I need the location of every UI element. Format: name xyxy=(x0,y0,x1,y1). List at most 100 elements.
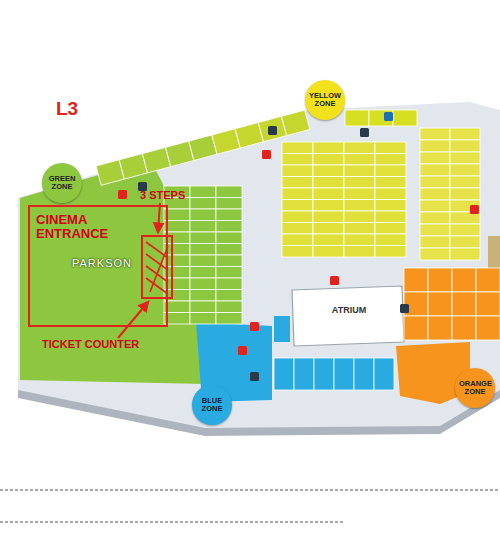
shop-unit xyxy=(216,232,242,244)
shop-unit xyxy=(216,267,242,279)
shop-unit xyxy=(428,268,452,292)
zone-badge: BLUE ZONE xyxy=(192,385,232,425)
shop-unit xyxy=(452,316,476,340)
zone-badge: GREEN ZONE xyxy=(42,163,82,203)
shop-unit xyxy=(344,165,375,177)
shop-unit xyxy=(450,224,480,236)
shop-unit xyxy=(294,358,314,390)
shop-unit xyxy=(344,200,375,212)
shop-unit xyxy=(282,246,313,258)
shop-unit xyxy=(190,255,216,267)
area-label: CINEMA ENTRANCE xyxy=(36,213,116,240)
shop-unit xyxy=(313,234,344,246)
shop-unit xyxy=(313,211,344,223)
shop-unit xyxy=(450,176,480,188)
facility-icon xyxy=(238,346,247,355)
scribble xyxy=(146,242,168,294)
shop-unit xyxy=(344,154,375,166)
shop-unit xyxy=(190,186,216,198)
shop-unit xyxy=(344,211,375,223)
shop-unit xyxy=(282,154,313,166)
note: 3 STEPS xyxy=(138,189,187,201)
shop-unit xyxy=(216,278,242,290)
shop-unit xyxy=(420,224,450,236)
shop-unit xyxy=(190,278,216,290)
shop-unit xyxy=(344,188,375,200)
facility-icon xyxy=(400,304,409,313)
shop-unit xyxy=(450,128,480,140)
shop-unit xyxy=(420,200,450,212)
shop-unit xyxy=(216,186,242,198)
arrow xyxy=(158,203,160,232)
facility-icons xyxy=(118,112,479,381)
shop-unit xyxy=(190,209,216,221)
shop-unit xyxy=(476,292,500,316)
shop-unit xyxy=(375,211,406,223)
shop-unit xyxy=(216,313,242,325)
shop-unit xyxy=(420,212,450,224)
shop-unit xyxy=(375,234,406,246)
shop-unit xyxy=(274,358,294,390)
shop-unit xyxy=(354,358,374,390)
shop-unit xyxy=(313,223,344,235)
shop-unit xyxy=(282,142,313,154)
shop-unit xyxy=(313,177,344,189)
shop-unit xyxy=(420,188,450,200)
atrium-void xyxy=(292,286,404,346)
shop-unit xyxy=(282,200,313,212)
shop-unit xyxy=(420,140,450,152)
shop-unit xyxy=(375,246,406,258)
shop-unit xyxy=(420,248,450,260)
shop-unit xyxy=(345,110,369,126)
floor-level: L3 xyxy=(54,98,80,120)
shop-unit xyxy=(282,223,313,235)
shop-unit xyxy=(450,140,480,152)
shop-unit xyxy=(374,358,394,390)
atrium-box: ATRIUM xyxy=(314,304,384,320)
shop-unit xyxy=(313,246,344,258)
facility-icon xyxy=(470,205,479,214)
shop-unit xyxy=(190,232,216,244)
zone-badge: YELLOW ZONE xyxy=(305,80,345,120)
shop-unit xyxy=(216,198,242,210)
shop-unit xyxy=(344,234,375,246)
zone-name: GREEN ZONE xyxy=(46,175,78,191)
shop-unit xyxy=(190,244,216,256)
shop-unit xyxy=(450,152,480,164)
rule-line xyxy=(0,522,345,523)
zone-name: YELLOW ZONE xyxy=(309,92,341,108)
shop-unit xyxy=(420,128,450,140)
shop-unit xyxy=(190,313,216,325)
facility-icon xyxy=(268,126,277,135)
zone-badge: ORANGE ZONE xyxy=(455,368,495,408)
shop-unit xyxy=(452,292,476,316)
shop-unit xyxy=(450,236,480,248)
area-label: ATRIUM xyxy=(314,304,384,315)
shop-unit xyxy=(313,188,344,200)
shop-unit xyxy=(313,165,344,177)
shop-units xyxy=(96,110,500,390)
zone-name: BLUE ZONE xyxy=(196,397,228,413)
shop-unit xyxy=(282,177,313,189)
shop-unit xyxy=(274,316,290,342)
facility-icon xyxy=(118,190,127,199)
shop-unit xyxy=(281,110,309,136)
shop-unit xyxy=(344,246,375,258)
shop-unit xyxy=(375,177,406,189)
shop-unit xyxy=(428,316,452,340)
shop-unit xyxy=(190,221,216,233)
parkson-area xyxy=(20,160,205,384)
rule-line xyxy=(0,490,500,491)
shop-unit xyxy=(313,154,344,166)
shop-unit xyxy=(344,142,375,154)
shop-unit xyxy=(216,255,242,267)
shop-unit xyxy=(404,316,428,340)
area-label: PARKSON xyxy=(72,258,132,270)
shop-unit xyxy=(375,142,406,154)
shop-unit xyxy=(313,200,344,212)
shop-unit xyxy=(313,142,344,154)
shop-unit xyxy=(190,267,216,279)
